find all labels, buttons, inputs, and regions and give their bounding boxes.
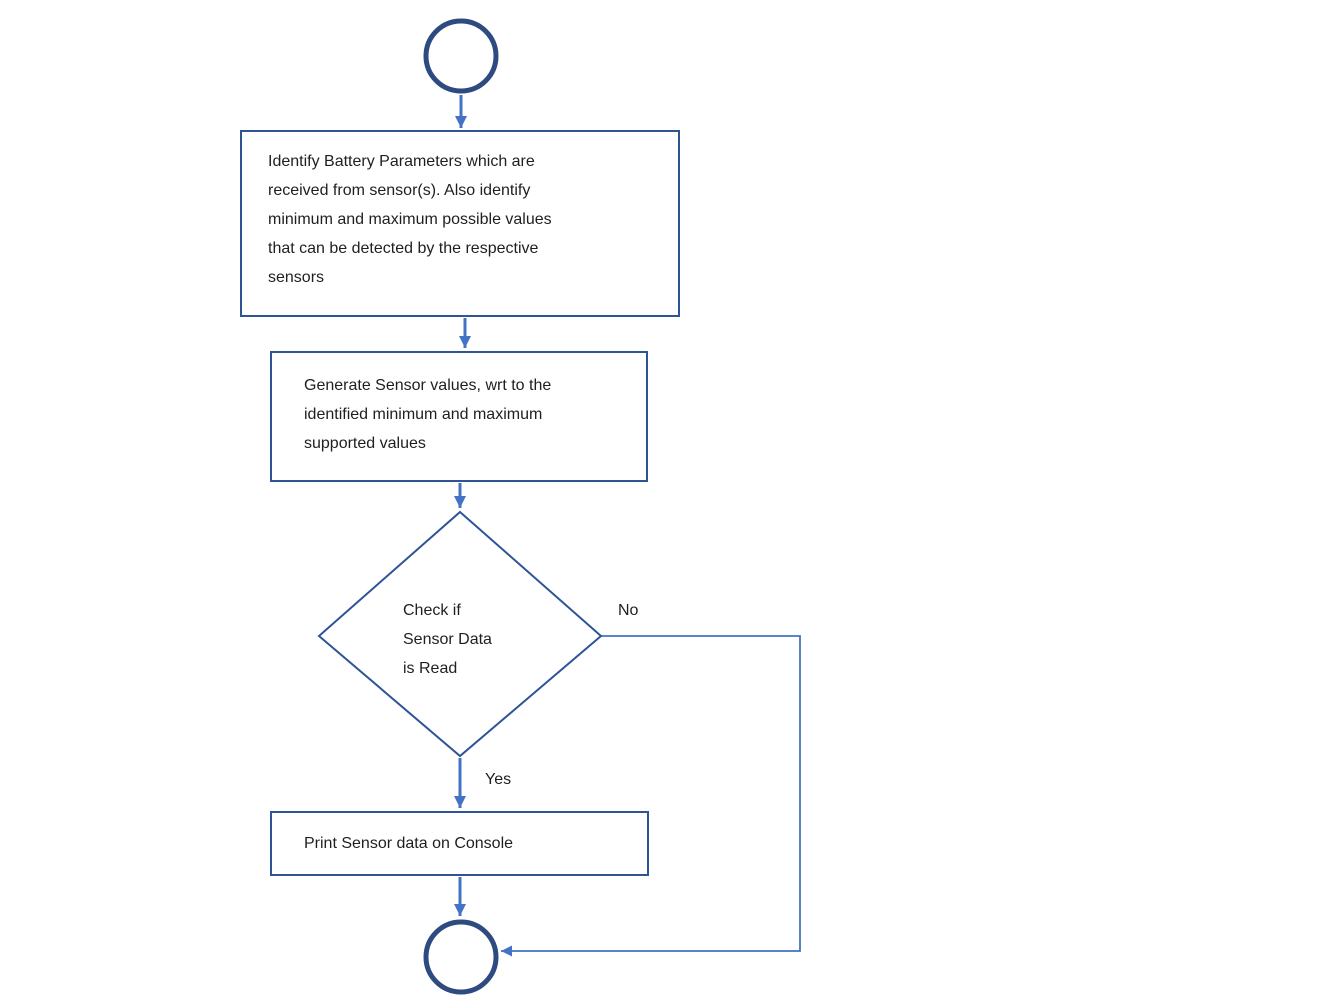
identify-box-text: Identify Battery Parameters which are re… [268, 147, 552, 292]
text-line: Identify Battery Parameters which are [268, 153, 535, 170]
text-line: that can be detected by the respective [268, 240, 539, 257]
generate-box-text: Generate Sensor values, wrt to the ident… [304, 371, 551, 458]
decision-diamond-text: Check if Sensor Data is Read [403, 596, 492, 683]
text-line: Print Sensor data on Console [304, 835, 514, 852]
text-line: sensors [268, 269, 325, 286]
text-line: minimum and maximum possible values [268, 211, 552, 228]
identify-process-box [240, 130, 680, 317]
text-line: Sensor Data [403, 631, 492, 648]
text-line: received from sensor(s). Also identify [268, 182, 531, 199]
text-line: supported values [304, 435, 426, 452]
text-line: Check if [403, 602, 461, 619]
decision-diamond [317, 510, 603, 758]
text-line: identified minimum and maximum [304, 406, 543, 423]
no-edge-label: No [618, 602, 639, 619]
text-line: is Read [403, 660, 458, 677]
generate-process-box [270, 351, 648, 482]
text-line: Generate Sensor values, wrt to the [304, 377, 552, 394]
yes-edge-label: Yes [485, 771, 512, 788]
start-terminator [423, 18, 499, 94]
no-branch-connector [501, 635, 801, 957]
print-box-text: Print Sensor data on Console [304, 829, 513, 858]
print-process-box [270, 811, 649, 876]
end-terminator [423, 919, 499, 995]
